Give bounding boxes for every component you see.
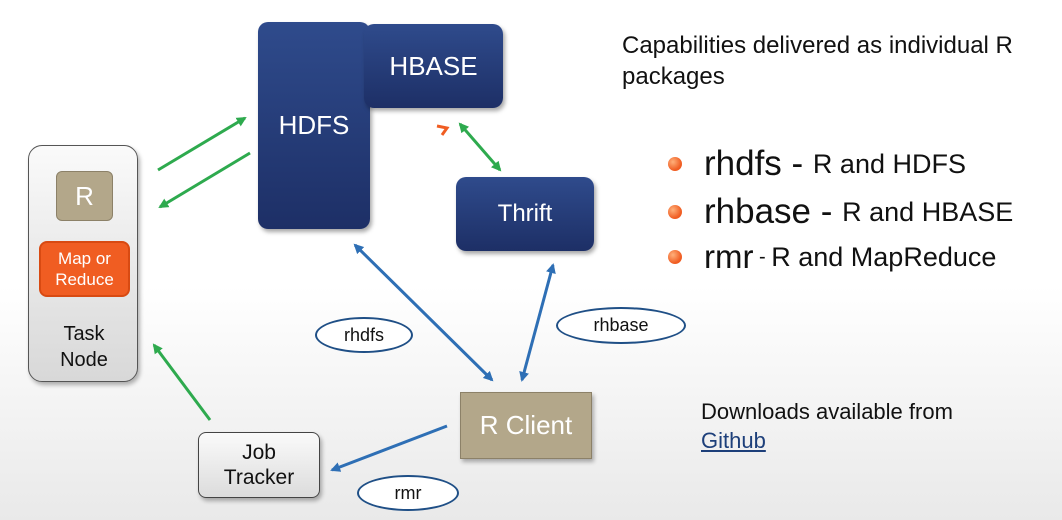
github-link[interactable]: Github — [701, 428, 766, 453]
package-name: rmr — [704, 238, 754, 275]
package-name: rhdfs — [704, 144, 782, 183]
r-box: R — [56, 171, 113, 221]
r-client-node: R Client — [460, 392, 592, 459]
package-separator: - — [753, 245, 772, 268]
r-label: R — [75, 180, 94, 211]
map-or-reduce-box: Map or Reduce — [39, 241, 130, 297]
arrow-rclient-hdfs — [353, 243, 494, 382]
package-description: R and HDFS — [812, 148, 966, 179]
hdfs-label: HDFS — [278, 110, 350, 140]
downloads-note: Downloads available from Github — [701, 397, 953, 455]
small-orange-mark — [436, 124, 450, 136]
edge-label-rhbase-text: rhbase — [593, 315, 649, 335]
package-description: R and HBASE — [842, 196, 1014, 227]
arrow-rclient-thrift — [519, 263, 556, 382]
task-node-label: Task Node — [29, 321, 139, 373]
thrift-label: Thrift — [497, 200, 553, 227]
arrow-hdfs-to-task — [158, 151, 251, 209]
edge-label-rmr: rmr — [357, 475, 459, 511]
map-or-reduce-line1: Map or — [58, 249, 111, 268]
capabilities-heading: Capabilities delivered as individual R p… — [622, 32, 1013, 90]
package-item-rhdfs: rhdfs - R and HDFS — [668, 144, 966, 184]
package-name: rhbase — [704, 192, 812, 231]
edge-label-rmr-text: rmr — [394, 482, 422, 503]
downloads-text: Downloads available from — [701, 399, 953, 424]
arrow-jobtracker-to-task — [152, 343, 212, 421]
hbase-node: HBASE — [364, 24, 503, 108]
edge-label-rhdfs: rhdfs — [315, 317, 413, 353]
hbase-label: HBASE — [389, 50, 478, 81]
package-item-rmr: rmr - R and MapReduce — [668, 238, 996, 276]
package-separator: - — [781, 144, 813, 183]
bullet-icon — [668, 157, 682, 171]
job-tracker-node: Job Tracker — [198, 432, 320, 498]
package-item-rhbase: rhbase - R and HBASE — [668, 192, 1013, 232]
package-separator: - — [811, 192, 843, 231]
map-or-reduce-line2: Reduce — [55, 270, 114, 289]
hdfs-node: HDFS — [258, 22, 370, 229]
r-client-label: R Client — [479, 410, 573, 440]
edge-label-rhdfs-text: rhdfs — [343, 324, 385, 345]
task-node-line2: Node — [60, 349, 108, 371]
job-tracker-line2: Tracker — [223, 466, 295, 489]
edge-label-rhbase: rhbase — [556, 307, 686, 344]
package-description: R and MapReduce — [771, 241, 997, 272]
arrow-hbase-thrift — [458, 122, 502, 172]
thrift-node: Thrift — [456, 177, 594, 251]
task-node-line1: Task — [63, 323, 105, 345]
bullet-icon — [668, 205, 682, 219]
arrow-task-to-hdfs — [157, 116, 247, 172]
arrow-rclient-to-jobtracker — [330, 424, 448, 472]
bullet-icon — [668, 250, 682, 264]
task-node: R Map or Reduce Task Node — [28, 145, 138, 382]
job-tracker-line1: Job — [242, 441, 276, 464]
